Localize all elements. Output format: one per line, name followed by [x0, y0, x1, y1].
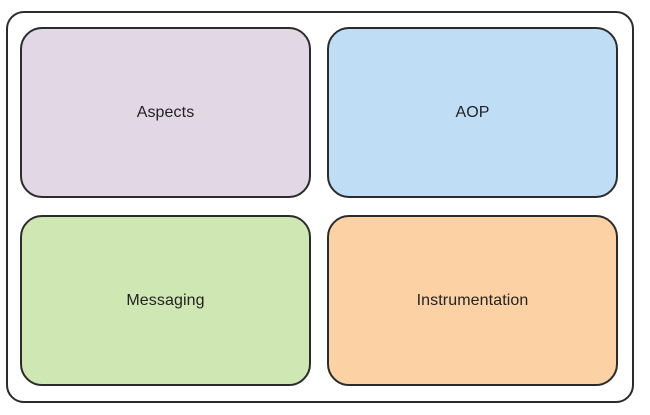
messaging-block: Messaging	[20, 215, 311, 386]
aspects-label: Aspects	[136, 103, 195, 121]
instrumentation-label: Instrumentation	[416, 291, 529, 309]
aspects-block: Aspects	[20, 27, 311, 198]
messaging-label: Messaging	[126, 291, 205, 309]
aop-block: AOP	[327, 27, 618, 198]
instrumentation-block: Instrumentation	[327, 215, 618, 386]
aop-label: AOP	[455, 103, 490, 121]
